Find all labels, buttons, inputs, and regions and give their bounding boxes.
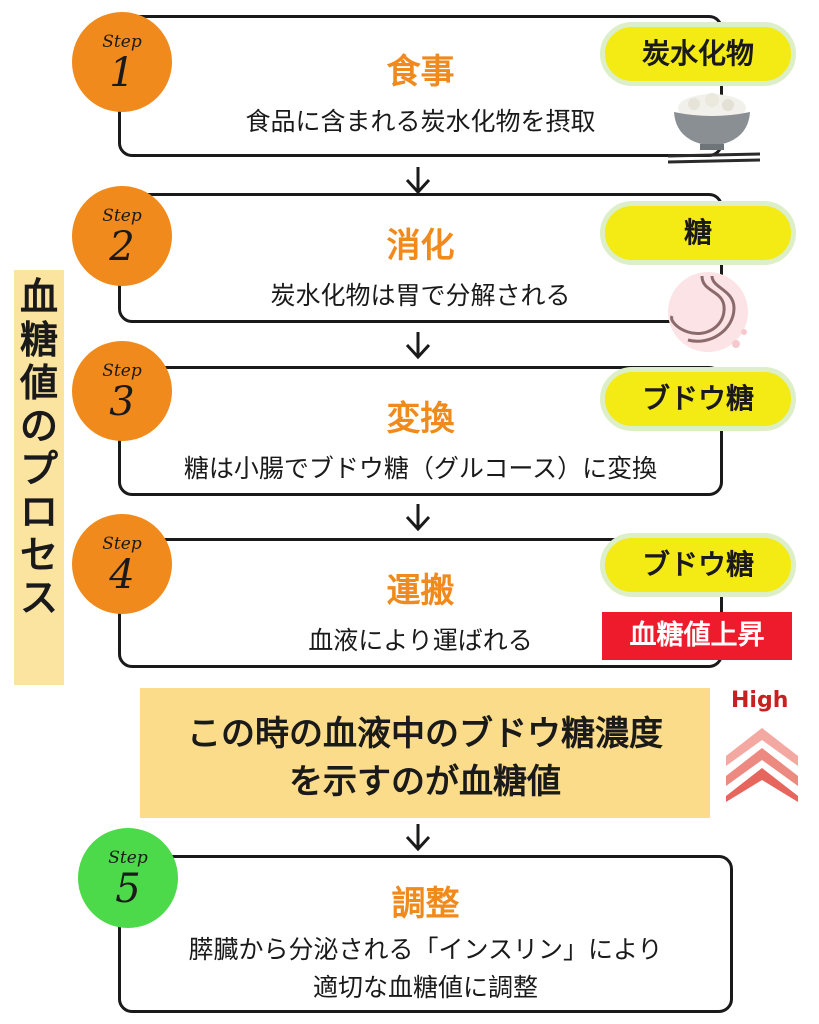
- side-title-char: ス: [19, 576, 58, 620]
- step-5-box: 調整 膵臓から分泌される「インスリン」により 適切な血糖値に調整: [118, 855, 733, 1013]
- step-2-circle: Step 2: [72, 186, 172, 286]
- side-title-char: 血: [19, 275, 58, 319]
- step-3-circle: Step 3: [72, 341, 172, 441]
- step-3-number: 3: [109, 379, 135, 425]
- side-title-char: の: [19, 404, 58, 448]
- step-4-description: 血液により運ばれる: [308, 626, 533, 655]
- step-5-description-line-1: 膵臓から分泌される「インスリン」により: [188, 935, 663, 964]
- side-title-char: ロ: [19, 490, 58, 534]
- step-1-tag: 炭水化物: [600, 22, 796, 86]
- step-2-label: Step: [102, 206, 142, 226]
- banner-line-2: を示すのが血糖値: [289, 762, 561, 802]
- rising-chevrons-icon: [726, 728, 798, 802]
- step-3-description: 糖は小腸でブドウ糖（グルコース）に変換: [183, 454, 658, 483]
- step-3-label: Step: [102, 361, 142, 381]
- side-title-char: 値: [19, 361, 58, 405]
- stomach-icon: [668, 272, 748, 352]
- down-arrow-icon: [405, 167, 431, 195]
- step-2-description: 炭水化物は胃で分解される: [270, 281, 571, 310]
- step-1-title: 食事: [386, 52, 455, 92]
- high-label: High: [731, 688, 789, 713]
- step-5-title: 調整: [391, 884, 460, 924]
- down-arrow-icon: [405, 332, 431, 360]
- side-title-char: プ: [19, 447, 58, 491]
- step-4-tag: ブドウ糖: [600, 533, 796, 597]
- step-5-number: 5: [115, 866, 141, 912]
- step-4-number: 4: [109, 552, 135, 598]
- explanation-banner: この時の血液中のブドウ糖濃度 を示すのが血糖値: [140, 688, 710, 818]
- step-5-circle: Step 5: [78, 828, 178, 928]
- step-4-label: Step: [102, 534, 142, 554]
- rice-bowl-icon: [667, 93, 761, 164]
- step-2-title: 消化: [386, 226, 455, 266]
- side-title-char: セ: [19, 533, 58, 577]
- side-title-char: 糖: [19, 318, 58, 362]
- step-4-title: 運搬: [386, 571, 455, 611]
- step-2-tag: 糖: [600, 201, 796, 265]
- step-1-description: 食品に含まれる炭水化物を摂取: [245, 107, 596, 136]
- step-5-label: Step: [108, 848, 148, 868]
- step-5-description-line-2: 適切な血糖値に調整: [312, 973, 538, 1002]
- banner-line-1: この時の血液中のブドウ糖濃度: [187, 714, 663, 754]
- step-1-label: Step: [102, 32, 142, 52]
- step-1-circle: Step 1: [72, 12, 172, 112]
- step-3-tag: ブドウ糖: [600, 367, 796, 431]
- down-arrow-icon: [405, 504, 431, 532]
- blood-sugar-rise-label: 血糖値上昇: [602, 612, 792, 660]
- side-title: 血 糖 値 の プ ロ セ ス: [14, 270, 64, 685]
- step-2-number: 2: [109, 224, 135, 270]
- step-1-number: 1: [109, 50, 135, 96]
- down-arrow-icon: [405, 824, 431, 852]
- step-3-title: 変換: [386, 399, 455, 439]
- step-4-circle: Step 4: [72, 514, 172, 614]
